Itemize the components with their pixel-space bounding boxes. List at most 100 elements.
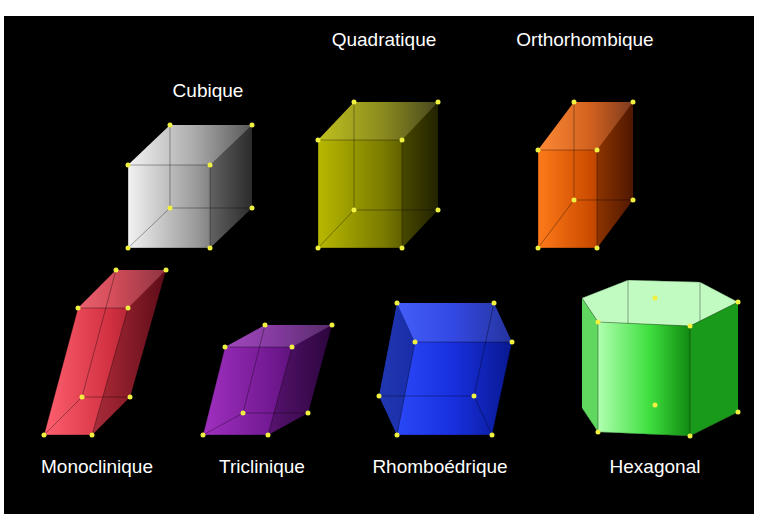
lattice-point [572,100,577,105]
hidden-edge [128,208,170,248]
cell-edge [538,150,597,248]
system-label: Quadratique [332,29,437,51]
hidden-edge [82,270,130,397]
lattice-point [164,268,169,273]
system-label: Rhomboédrique [372,456,507,478]
rhombohedral-cell [377,301,515,438]
system-label: Hexagonal [610,456,701,478]
lattice-point [653,296,658,301]
hidden-edge [170,125,252,208]
lattice-point [736,410,741,415]
lattice-point [395,301,400,306]
monoclinic-cell [42,268,169,438]
cell-edge [128,165,210,248]
cell-edge [582,408,738,436]
lattice-point [653,403,658,408]
cell-top [225,325,332,347]
lattice-point [42,433,47,438]
lattice-point [631,198,636,203]
tetragonal-cell [316,100,441,251]
lattice-point [400,138,405,143]
lattice-point [395,433,400,438]
lattice-point [290,345,295,350]
system-label: Triclinique [219,456,305,478]
hidden-edge [379,303,494,396]
lattice-point [572,198,577,203]
cell-edge [318,140,402,248]
lattice-point [436,208,441,213]
lattice-point [241,411,246,416]
system-label: Monoclinique [41,456,153,478]
lattice-point [596,430,601,435]
cell-edge [598,322,599,432]
cell-edge [582,280,738,326]
lattice-point [316,246,321,251]
lattice-point [472,394,477,399]
lattice-point [250,123,255,128]
hidden-edge [243,325,308,413]
lattice-point [250,206,255,211]
hidden-edge [474,396,492,435]
lattice-point [595,148,600,153]
hidden-edge [354,102,438,210]
lattice-point [330,323,335,328]
lattice-point [492,301,497,306]
lattice-point [126,306,131,311]
lattice-point [80,395,85,400]
lattice-point [510,340,515,345]
cell-edge [203,347,292,435]
cell-top [397,303,512,342]
lattice-point [352,100,357,105]
cell-edge [690,326,691,436]
cell-body [203,325,332,435]
lattice-point [263,323,268,328]
lattice-point [413,340,418,345]
lattice-point [306,411,311,416]
cell-top [538,102,633,150]
lattice-point [316,138,321,143]
cell-body [44,270,166,435]
lattice-point [126,246,131,251]
cell-top [128,125,252,165]
lattice-point [688,434,693,439]
lattice-point [352,208,357,213]
lattice-point [490,433,495,438]
cell-body [318,102,438,248]
hidden-edge [538,200,574,248]
hidden-edge [574,102,633,200]
lattice-point [223,345,228,350]
lattice-point [128,395,133,400]
lattice-point [168,123,173,128]
cubic-cell [126,123,255,251]
hidden-edge [203,413,243,435]
cell-body [582,280,738,436]
lattice-point [168,206,173,211]
lattice-point [536,148,541,153]
lattice-point [436,100,441,105]
lattice-point [596,320,601,325]
cell-edge [397,342,512,435]
lattice-point [76,306,81,311]
hexagonal-cell [582,280,741,439]
lattice-point [400,246,405,251]
hidden-edge [318,210,354,248]
black-panel [4,16,754,514]
cell-top [318,102,438,140]
cell-top [78,270,166,308]
lattice-point [266,433,271,438]
lattice-point [536,246,541,251]
lattice-point [688,324,693,329]
lattice-point [377,394,382,399]
system-label: Orthorhombique [516,29,653,51]
lattice-point [201,433,206,438]
lattice-point [208,246,213,251]
lattice-point [126,163,131,168]
cell-body [538,102,633,248]
lattice-point [114,268,119,273]
orthorhombic-cell [536,100,636,251]
lattice-point [90,433,95,438]
lattice-point [631,100,636,105]
